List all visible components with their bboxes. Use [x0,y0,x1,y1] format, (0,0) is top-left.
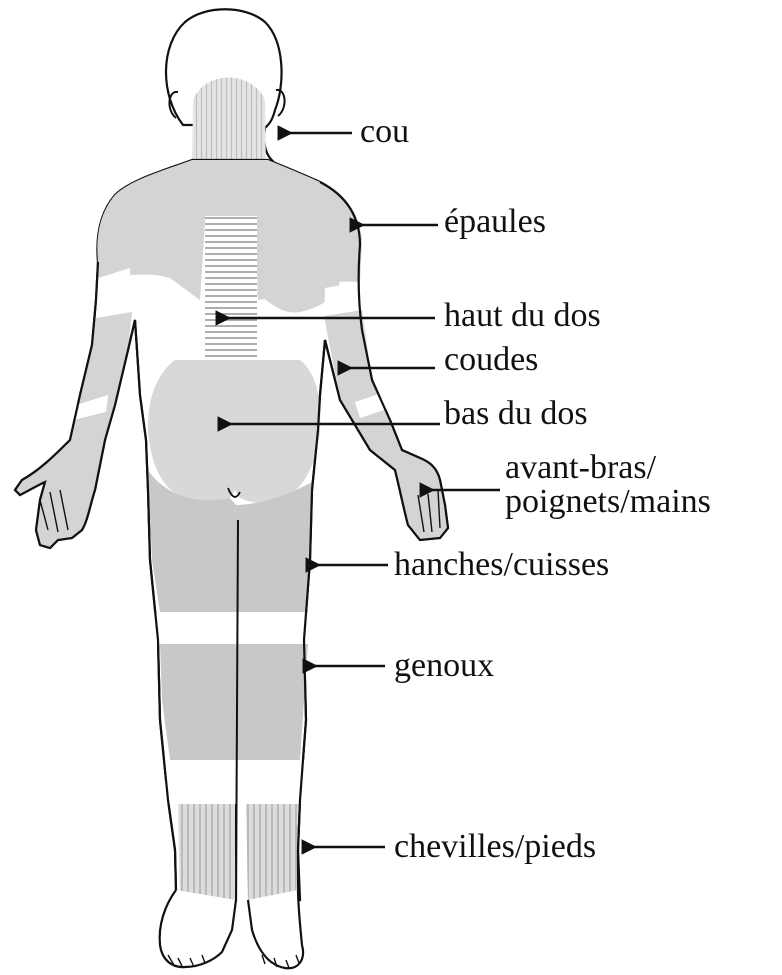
label-knees: genoux [394,647,494,684]
label-ankles-feet: chevilles/pieds [394,828,596,865]
left-forearm-region [15,312,132,548]
ankles-feet-region-right [246,804,298,900]
label-forearms-line1: avant-bras/ [505,449,657,486]
left-foot [160,890,236,967]
label-forearms-line2: poignets/mains [505,483,711,520]
label-hips-thighs: hanches/cuisses [394,546,609,583]
label-shoulders: épaules [444,203,546,240]
label-upper-back: haut du dos [444,297,601,334]
right-foot [248,890,303,968]
ankles-feet-region-left [178,804,236,900]
above-ankle-band [165,760,305,804]
lower-back-region [148,360,320,503]
label-elbows: coudes [444,341,538,378]
neck-region [192,78,266,171]
above-knee-band [150,612,314,644]
human-figure-back-view [15,9,448,968]
knees-region [160,644,308,760]
label-lower-back: bas du dos [444,395,588,432]
upper-back-region [205,216,257,358]
label-neck: cou [360,113,409,150]
